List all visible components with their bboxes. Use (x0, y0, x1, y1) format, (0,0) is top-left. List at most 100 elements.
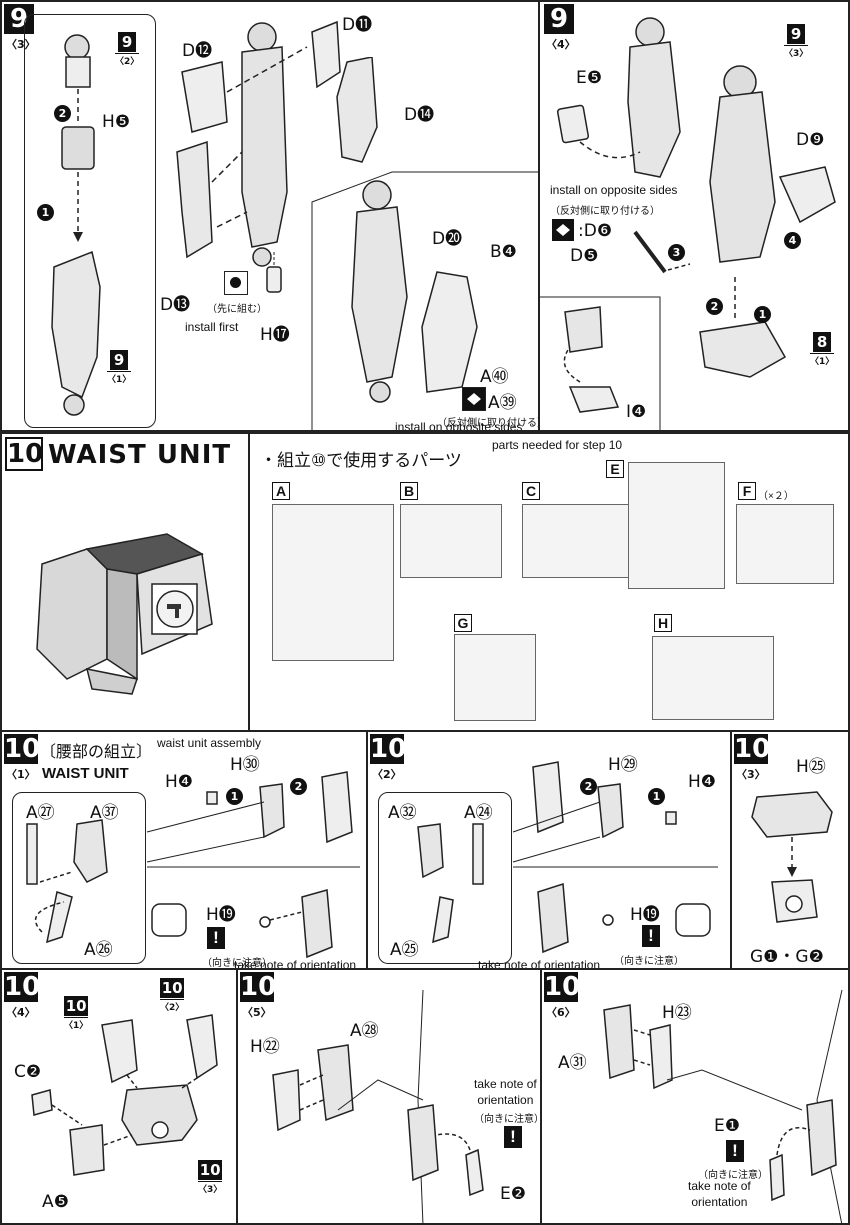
orientation-note-jp: （向きに注意） (202, 958, 272, 969)
part-label-h4: H❹ (165, 772, 194, 792)
substep-label: 〈3〉 (736, 768, 766, 781)
d20-armor-drawing (421, 271, 478, 393)
d14-armor-drawing (336, 57, 378, 163)
runner-label-g: G (454, 614, 472, 632)
ref-step-10-2: 10〈2〉 (160, 978, 185, 1013)
waist-core-drawing (751, 791, 833, 923)
caution-icon: ! (504, 1126, 522, 1148)
runner-label-h: H (654, 614, 672, 632)
orientation-note-en: take note of orientation (688, 1179, 751, 1209)
part-label-d13: D⓭ (160, 295, 191, 315)
step-9-3-panel: 9 〈3〉 9〈2〉 9〈1〉 2 1 H❺ D⓬ D⓫ D⓮ D⓭ (0, 0, 540, 432)
part-label-a24: A㉔ (464, 803, 493, 823)
step-10-3-panel: 10 〈3〉 H㉕ G❶・G❷ (730, 730, 850, 970)
parts-needed-heading-jp: ・組立⑩で使用するパーツ (260, 451, 462, 470)
substep-label: 〈4〉 (546, 38, 576, 51)
arrow-1-tag: 1 (648, 788, 665, 805)
part-label-h23: H㉓ (662, 1003, 692, 1023)
part-label-b4: B❹ (490, 242, 517, 262)
part-label-h22: H㉒ (250, 1037, 280, 1057)
opposite-side-en: install on opposite sides (395, 420, 523, 432)
waist-unit-illustration (36, 533, 213, 695)
part-label-h19: H⓳ (206, 905, 236, 925)
runner-b (400, 504, 502, 578)
leg-assembly-drawing (540, 17, 836, 430)
part-label-h29: H㉙ (608, 755, 638, 775)
arrow-1-tag: 1 (37, 204, 54, 221)
step-10-1-panel: 10 〈1〉 〔腰部の組立〕 waist unit assembly WAIST… (0, 730, 368, 970)
part-label-e5: E❺ (576, 68, 602, 88)
runner-e (628, 462, 725, 589)
waist-assembly-drawing (31, 1014, 218, 1176)
part-label-h17: H⓱ (260, 325, 290, 345)
upper-arm-drawing (176, 20, 341, 267)
part-label-a32: A㉜ (388, 803, 417, 823)
arrow-1-tag: 1 (226, 788, 243, 805)
arrow-4-tag: 4 (784, 232, 801, 249)
part-label-a27: A㉗ (26, 803, 55, 823)
parts-needed-panel: ・組立⑩で使用するパーツ parts needed for step 10 A … (248, 432, 850, 732)
ref-step-9-3: 9〈3〉 (784, 24, 809, 59)
ref-step-9-2: 9〈2〉 (115, 32, 140, 67)
assembly-title-jp: 〔腰部の組立〕 (40, 744, 153, 761)
arrow-2-tag: 2 (706, 298, 723, 315)
part-label-a5: A❺ (42, 1192, 69, 1212)
ref-step-8-1: 8〈1〉 (810, 332, 835, 367)
part-label-a25: A㉕ (390, 940, 419, 960)
caution-icon: ! (726, 1140, 744, 1162)
part-label-a40: A㊵ (480, 367, 509, 387)
parts-needed-heading-en: parts needed for step 10 (492, 438, 623, 452)
waist-side-armor-drawing (272, 989, 484, 1223)
arm-assembly-drawing (51, 34, 101, 416)
mirror-icon (462, 387, 486, 411)
part-label-g1-g2: G❶・G❷ (750, 947, 824, 967)
part-label-a37: A㊲ (90, 803, 119, 823)
orientation-note-jp: （向きに注意） (698, 1170, 768, 1181)
part-label-d20: D⓴ (432, 229, 463, 249)
part-label-a31: A㉛ (558, 1053, 587, 1073)
substep-label: 〈2〉 (372, 768, 402, 781)
step-number: 10 (240, 972, 277, 1002)
step-10-6-panel: 10 〈6〉 H㉓ A㉛ E❶ ! （向きに注意） take note of o… (540, 968, 850, 1225)
waist-side-armor-drawing (603, 989, 843, 1223)
orientation-note-jp: （向きに注意） (474, 1114, 542, 1125)
part-label-d12: D⓬ (182, 41, 213, 61)
part-label-d6: :D❻ (578, 221, 613, 241)
part-label-h19: H⓳ (630, 905, 660, 925)
step-number: 9 (544, 4, 574, 34)
opposite-side-jp: （反対側に取り付ける） (437, 418, 540, 429)
orientation-note-en: take note of orientation (478, 958, 601, 970)
runner-label-b: B (400, 482, 418, 500)
runner-f-count: （×２） (758, 491, 794, 502)
part-label-d5: D❺ (570, 246, 599, 266)
part-label-e2: E❷ (500, 1184, 526, 1204)
orientation-note-en: take note of orientation (474, 1077, 537, 1107)
step-9-4-panel: 9 〈4〉 9〈3〉 8〈1〉 E❺ D❾ install on opposit… (538, 0, 850, 432)
step-number: 10 (5, 437, 44, 471)
substep-label: 〈1〉 (6, 768, 36, 781)
assembly-title: WAIST UNIT (42, 765, 129, 782)
step-number: 10 (4, 972, 41, 1002)
step-10-4-panel: 10 〈4〉 10〈1〉 10〈2〉 10〈3〉 C❷ A❺ (0, 968, 238, 1225)
runner-h (652, 636, 774, 720)
sub-assembly-frame (12, 792, 146, 964)
step-10-overview-panel: 10 WAIST UNIT (0, 432, 250, 732)
waist-side-drawing (26, 771, 360, 959)
runner-c (522, 504, 629, 578)
arrow-2-tag: 2 (290, 778, 307, 795)
part-label-h25: H㉕ (796, 757, 826, 777)
part-label-a26: A㉖ (84, 940, 113, 960)
step-number: 10 (4, 734, 41, 764)
forearm-drawing (351, 180, 408, 403)
runner-f (736, 504, 834, 584)
runner-label-e: E (606, 460, 624, 478)
part-label-e1: E❶ (714, 1116, 740, 1136)
sub-assembly-frame (378, 792, 512, 964)
step-10-2-panel: 10 〈2〉 2 1 H㉙ H❹ A㉜ A㉔ A㉕ H⓳ ! （向きに注意） t… (366, 730, 732, 970)
ref-step-9-1: 9〈1〉 (107, 350, 132, 385)
install-first-icon (224, 271, 248, 295)
runner-label-c: C (522, 482, 540, 500)
runner-a (272, 504, 394, 661)
opposite-side-en: install on opposite sides (550, 183, 678, 197)
part-label-c2: C❷ (14, 1062, 42, 1082)
